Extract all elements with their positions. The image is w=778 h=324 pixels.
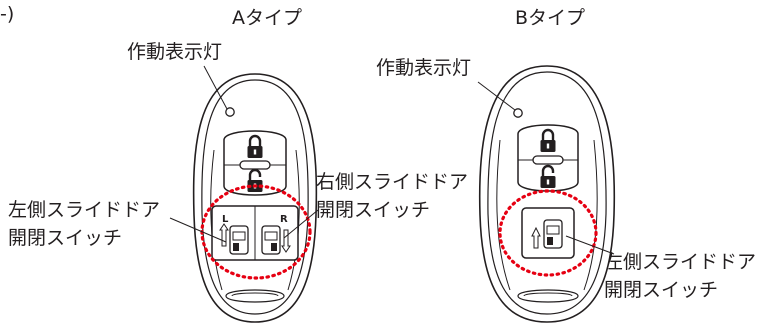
corner-fragment: -): [0, 3, 15, 25]
svg-text:L: L: [222, 214, 229, 225]
type-a-left-switch-label-line1: 左側スライドドア: [8, 199, 161, 221]
type-b-leader-lines: [477, 81, 615, 255]
type-b-switch-label-line2: 開閉スイッチ: [604, 279, 719, 301]
type-a-indicator-light: [225, 107, 235, 117]
svg-text:R: R: [280, 214, 288, 225]
type-a-left-switch-label-line2: 開閉スイッチ: [8, 227, 123, 249]
type-b-switch-label-line1: 左側スライドドア: [604, 251, 757, 273]
type-b-indicator-label: 作動表示灯: [376, 57, 472, 79]
type-a-right-switch-label-line1: 右側スライドドア: [316, 171, 469, 193]
type-b-key-fob: [478, 65, 616, 323]
type-b-indicator-light: [513, 108, 523, 118]
type-a-right-door-switch[interactable]: R: [261, 214, 291, 255]
type-a-leader-lines: [169, 65, 319, 243]
type-b-title: Bタイプ: [515, 7, 586, 29]
type-a-right-switch-label-line2: 開閉スイッチ: [316, 199, 431, 221]
type-a-title: Aタイプ: [232, 7, 302, 29]
type-a-indicator-label: 作動表示灯: [127, 41, 223, 63]
type-a-key-fob: L R: [192, 73, 318, 323]
type-b-highlight-circle: [498, 189, 598, 277]
type-b-left-door-switch[interactable]: [521, 207, 575, 259]
